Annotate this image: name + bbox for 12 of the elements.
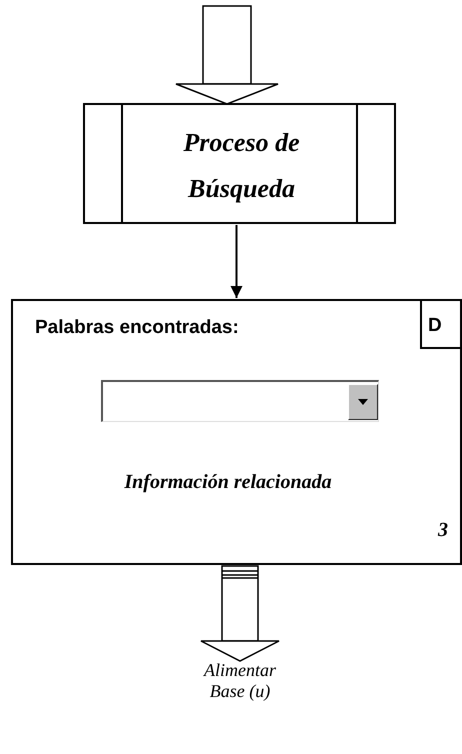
tab-letter: D — [428, 315, 443, 337]
block-arrow — [200, 565, 280, 662]
panel-label: Información relacionada — [123, 471, 333, 494]
arrow — [230, 225, 242, 298]
tab-marker — [420, 301, 462, 349]
block-arrow — [175, 5, 279, 105]
panel-heading: Palabras encontradas: — [35, 317, 240, 339]
page-number: 3 — [438, 519, 449, 542]
caption-text: Alimentar Base (u) — [202, 660, 277, 702]
process-label: Proceso de Búsqueda — [182, 126, 301, 204]
process-box — [83, 103, 396, 224]
screen-panel — [11, 299, 462, 565]
